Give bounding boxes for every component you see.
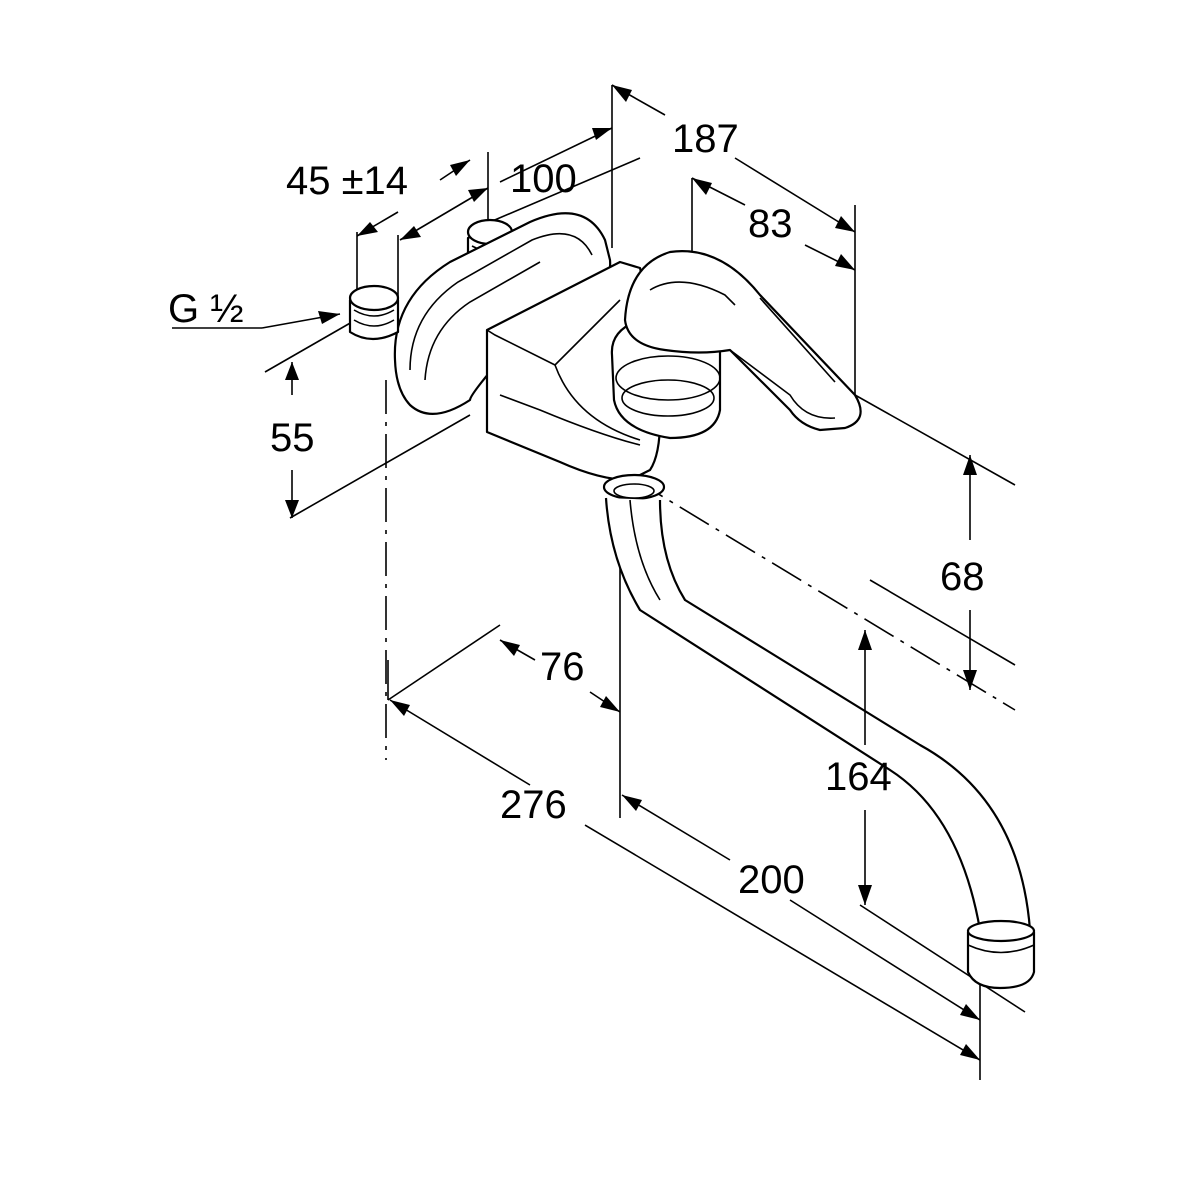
label-total-depth: 187 [672,117,739,161]
label-lever-to-spout: 68 [940,555,985,599]
label-spout-height: 164 [825,755,892,799]
dimension-lines [172,84,981,1061]
label-lever-length: 83 [748,202,793,246]
label-spout-reach: 200 [738,858,805,902]
faucet-body [348,212,1036,990]
label-thread: G ½ [168,287,244,331]
label-inlet-spacing: 45 ±14 [286,159,408,203]
label-total-projection: 276 [500,783,567,827]
label-wall-to-spout: 76 [540,645,585,689]
dimension-labels: G ½ 45 ±14 100 187 83 55 68 164 76 276 2… [168,117,985,902]
label-wall-to-lever: 100 [510,157,577,201]
label-inlet-height: 55 [270,416,315,460]
extension-lines [264,85,1026,1080]
center-lines [385,380,1016,760]
